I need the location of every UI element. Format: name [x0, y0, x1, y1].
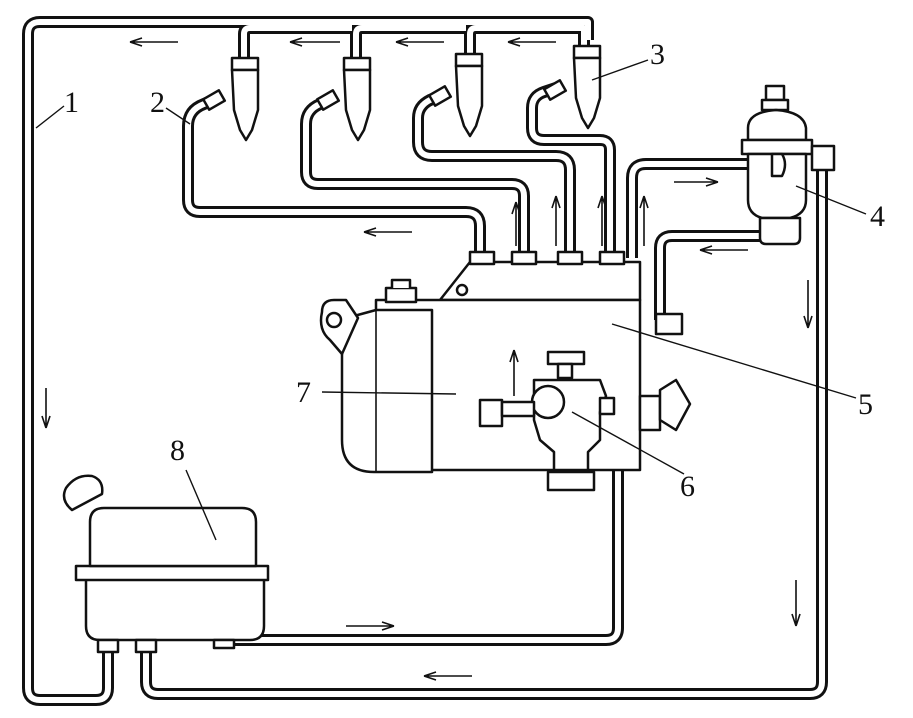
tank-top [88, 506, 258, 568]
leader-lines [35, 59, 867, 541]
tank-body [84, 576, 266, 642]
injector-2 [315, 56, 372, 142]
label-7: 7 [296, 376, 311, 409]
header-branch-3 [464, 22, 590, 58]
injector-4 [542, 44, 602, 130]
injector-3 [427, 52, 484, 138]
callout-labels: 1 2 3 4 5 6 7 8 [64, 38, 885, 503]
filter-outlet-pipe [654, 230, 770, 320]
flow-arrows [41, 37, 813, 681]
fuel-tank [62, 474, 270, 654]
label-2: 2 [150, 86, 165, 119]
label-8: 8 [170, 434, 185, 467]
injection-pump [319, 250, 692, 474]
fuel-filter [740, 84, 836, 246]
header-branch-1 [238, 22, 352, 58]
pump-governor-cover [340, 308, 434, 474]
label-5: 5 [858, 388, 873, 421]
label-1: 1 [64, 86, 79, 119]
header-branch-2 [350, 22, 466, 58]
injectors [201, 44, 602, 142]
label-6: 6 [680, 470, 695, 503]
injector-1 [201, 56, 260, 142]
label-4: 4 [870, 200, 885, 233]
pump-head [438, 260, 642, 302]
hp-line-3 [412, 90, 576, 258]
transfer-pump [500, 350, 616, 492]
fuel-pipes-inner [25, 19, 825, 703]
label-3: 3 [650, 38, 665, 71]
